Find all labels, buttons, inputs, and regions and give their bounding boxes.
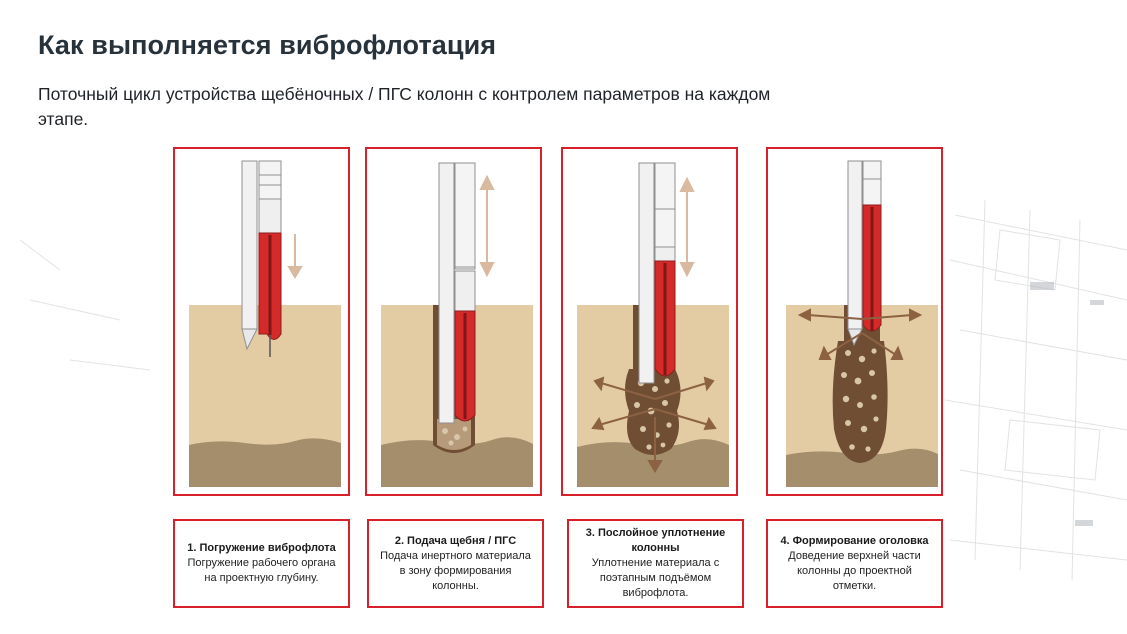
step-4-illustration-panel	[766, 147, 943, 496]
step-3-illustration-panel	[561, 147, 738, 496]
step-description: Погружение рабочего органа на проектную …	[187, 557, 336, 584]
step-4-card: 4. Формирование оголовка Доведение верхн…	[766, 519, 943, 608]
step-1-card: 1. Погружение виброфлота Погружение рабо…	[173, 519, 350, 608]
step-title: 2. Подача щебня / ПГС	[394, 534, 517, 547]
layer-compaction-icon	[577, 162, 729, 487]
step-1-illustration-panel	[173, 147, 350, 496]
step-description: Подача инертного материала в зону формир…	[380, 549, 531, 592]
step-description: Доведение верхней части колонны до проек…	[788, 549, 921, 592]
page-title: Как выполняется виброфлотация	[38, 30, 497, 60]
step-title: 3. Послойное уплотнение колонны	[585, 527, 726, 554]
step-2-card: 2. Подача щебня / ПГС Подача инертного м…	[367, 519, 544, 608]
step-title: 4. Формирование оголовка	[780, 534, 929, 547]
column-head-icon	[786, 160, 938, 487]
gravel-feed-icon	[381, 162, 533, 487]
vibroflot-descending-icon	[189, 160, 341, 487]
step-2-illustration-panel	[365, 147, 542, 496]
page-subtitle: Поточный цикл устройства щебёночных / ПГ…	[38, 84, 771, 129]
step-3-card: 3. Послойное уплотнение колонны Уплотнен…	[567, 519, 744, 608]
step-description: Уплотнение материала с поэтапным подъёмо…	[591, 557, 720, 599]
step-title: 1. Погружение виброфлота	[187, 542, 336, 554]
